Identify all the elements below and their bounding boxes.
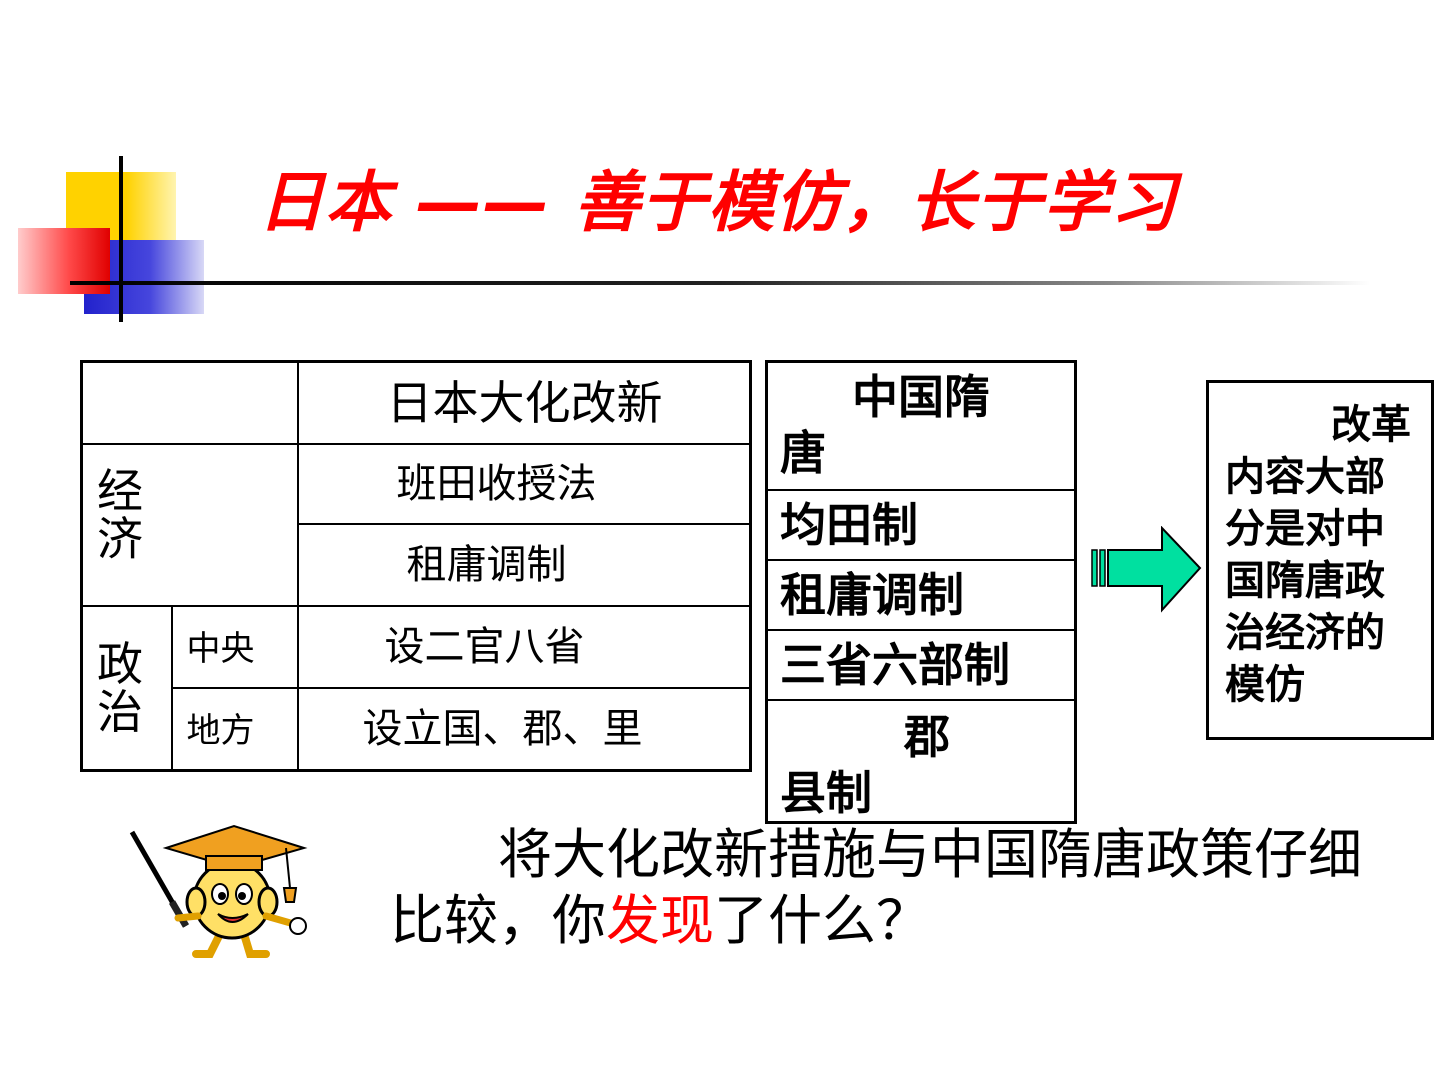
question-part1: 将大化改新措施与中国隋唐政策仔细比较，你 — [390, 823, 1362, 952]
arrow-right-icon — [1091, 526, 1202, 613]
china-policy-item-cell: 郡县制 — [765, 698, 1077, 823]
conclusion-box: 改革内容大部分是对中国隋唐政治经济的模仿 — [1206, 380, 1434, 740]
conclusion-text: 改革内容大部分是对中国隋唐政治经济的模仿 — [1225, 401, 1411, 708]
central-label: 中央 — [170, 605, 299, 689]
local-label: 地方 — [170, 687, 299, 771]
economy-label: 经济 — [97, 464, 143, 566]
question-highlight: 发现 — [606, 889, 714, 952]
china-table-header-cell: 中国隋唐 — [765, 360, 1077, 491]
economy-label-cell: 经济 — [80, 443, 299, 607]
question-text: 将大化改新措施与中国隋唐政策仔细比较，你发现了什么？ — [390, 822, 1400, 962]
china-policy-item: 租庸调制 — [765, 558, 1077, 631]
teacher-cartoon-icon — [129, 824, 308, 958]
china-policy-table: 中国隋唐 均田制 租庸调制 三省六部制 郡县制 — [765, 360, 1077, 824]
title-underline — [70, 281, 1370, 285]
japan-reform-table: 日本大化改新 经济 班田收授法 租庸调制 政治 中央 设二官八省 地方 设立国、… — [80, 360, 752, 772]
table-corner-cell — [80, 360, 299, 445]
china-policy-item: 郡县制 — [780, 709, 950, 820]
china-policy-item: 三省六部制 — [765, 628, 1077, 701]
china-table-header: 中国隋唐 — [780, 370, 990, 480]
politics-label-cell: 政治 — [80, 605, 173, 771]
economy-item: 租庸调制 — [296, 523, 752, 607]
china-policy-item: 均田制 — [765, 488, 1077, 561]
question-part2: 了什么？ — [714, 889, 930, 952]
japan-table-header: 日本大化改新 — [296, 360, 752, 445]
central-value: 设二官八省 — [296, 605, 752, 689]
vertical-rule — [119, 156, 123, 322]
politics-label: 政治 — [97, 636, 143, 739]
local-value: 设立国、郡、里 — [296, 687, 752, 771]
economy-item: 班田收授法 — [296, 443, 752, 525]
slide-title: 日本 —— 善于模仿，长于学习 — [258, 164, 1177, 241]
